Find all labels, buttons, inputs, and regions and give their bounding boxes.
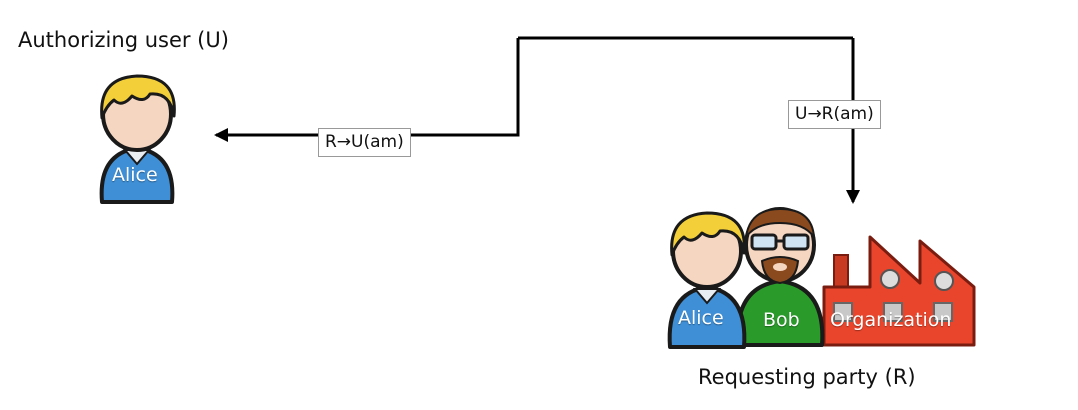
edge-label-u-to-r: U→R(am) xyxy=(788,100,881,129)
authorizing-user-avatar: Alice xyxy=(92,70,182,210)
avatar-label: Alice xyxy=(112,164,158,186)
requesting-party-group: Alice Bob Organization xyxy=(662,205,982,355)
authorizing-user-title: Authorizing user (U) xyxy=(18,28,229,52)
r-to-u-arrow xyxy=(214,38,520,142)
person-alice-icon xyxy=(99,74,176,204)
person-bob-icon xyxy=(735,207,825,347)
edge-label-r-to-u: R→U(am) xyxy=(318,128,411,157)
requesting-party-title: Requesting party (R) xyxy=(698,365,916,389)
factory-icon xyxy=(822,235,976,347)
requesting-bob-label: Bob xyxy=(763,309,800,331)
requesting-alice-label: Alice xyxy=(678,307,724,329)
person-alice-icon xyxy=(667,211,747,349)
requesting-organization-label: Organization xyxy=(830,309,952,331)
